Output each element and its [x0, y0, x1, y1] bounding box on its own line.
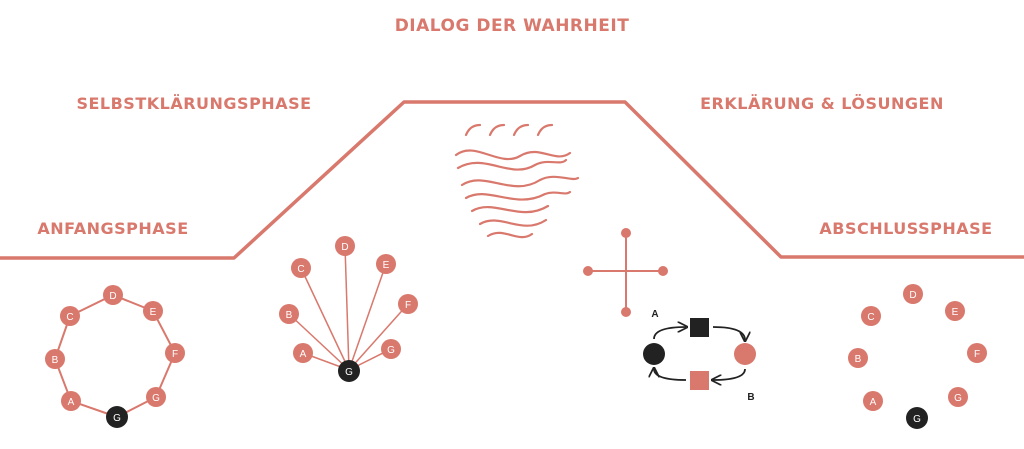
- svg-text:C: C: [297, 264, 304, 275]
- svg-text:D: D: [341, 242, 348, 253]
- node-e: E: [945, 301, 965, 321]
- node-g-center: G: [338, 360, 360, 382]
- svg-text:D: D: [109, 291, 116, 302]
- node-d: D: [335, 236, 355, 256]
- svg-text:G: G: [387, 345, 395, 356]
- svg-text:B: B: [286, 310, 293, 321]
- svg-text:F: F: [405, 300, 411, 311]
- svg-text:B: B: [855, 354, 862, 365]
- cycle-node-accent-circle: [734, 343, 756, 365]
- node-f: F: [398, 294, 418, 314]
- cycle-arrow-top-right: [712, 326, 745, 340]
- cycle-node-accent-square: [690, 371, 709, 390]
- svg-text:C: C: [867, 312, 874, 323]
- svg-text:E: E: [952, 307, 959, 318]
- node-f: F: [967, 343, 987, 363]
- node-e: E: [143, 301, 163, 321]
- node-b: B: [848, 348, 868, 368]
- svg-text:D: D: [909, 290, 916, 301]
- exchange-cycle: A B: [643, 309, 756, 403]
- node-g: G: [381, 339, 401, 359]
- svg-text:G: G: [954, 393, 962, 404]
- cycle-node-dark-square: [690, 318, 709, 337]
- tangled-scribble-icon: [454, 123, 580, 239]
- cycle-arrow-bottom-left: [654, 369, 687, 381]
- fan-group-selbst: A B C D E F G G: [279, 236, 418, 382]
- cycle-label-b: B: [747, 392, 754, 403]
- node-a: A: [61, 391, 81, 411]
- phase-selbstklaerung-label: SELBSTKLÄRUNGSPHASE: [76, 94, 311, 113]
- phase-abschluss-label: ABSCHLUSSPHASE: [819, 219, 992, 238]
- svg-text:A: A: [68, 397, 75, 408]
- svg-text:F: F: [974, 349, 980, 360]
- svg-text:F: F: [172, 349, 178, 360]
- node-g: G: [146, 387, 166, 407]
- node-g-center: G: [106, 406, 128, 428]
- svg-text:E: E: [150, 307, 157, 318]
- cycle-label-a: A: [651, 309, 658, 320]
- svg-text:G: G: [913, 414, 921, 425]
- cycle-node-dark-circle: [643, 343, 665, 365]
- node-a: A: [293, 343, 313, 363]
- node-b: B: [279, 304, 299, 324]
- node-a: A: [863, 391, 883, 411]
- cycle-arrow-bottom-right: [713, 368, 746, 380]
- crossroads-icon: [583, 228, 668, 317]
- node-b: B: [45, 349, 65, 369]
- svg-text:G: G: [113, 413, 121, 424]
- node-g: G: [948, 387, 968, 407]
- node-c: C: [861, 306, 881, 326]
- svg-text:A: A: [870, 397, 877, 408]
- svg-text:G: G: [152, 393, 160, 404]
- svg-text:C: C: [66, 312, 73, 323]
- svg-text:G: G: [345, 367, 353, 378]
- ring-group-anfang: A B C D E F G G: [45, 285, 185, 428]
- node-d: D: [903, 284, 923, 304]
- node-e: E: [376, 254, 396, 274]
- scatter-group-abschluss: A B C D E F G G: [848, 284, 987, 429]
- phase-anfang-label: ANFANGSPHASE: [37, 219, 188, 238]
- node-f: F: [165, 343, 185, 363]
- node-g-center: G: [906, 407, 928, 429]
- cycle-arrow-top-left: [653, 327, 686, 340]
- diagram-title: DIALOG DER WAHRHEIT: [395, 16, 630, 36]
- node-c: C: [60, 306, 80, 326]
- node-c: C: [291, 258, 311, 278]
- svg-text:B: B: [52, 355, 59, 366]
- node-d: D: [103, 285, 123, 305]
- phase-profile-line: [0, 100, 1024, 260]
- phase-erklaerung-label: ERKLÄRUNG & LÖSUNGEN: [700, 94, 944, 113]
- svg-text:A: A: [300, 349, 307, 360]
- svg-text:E: E: [383, 260, 390, 271]
